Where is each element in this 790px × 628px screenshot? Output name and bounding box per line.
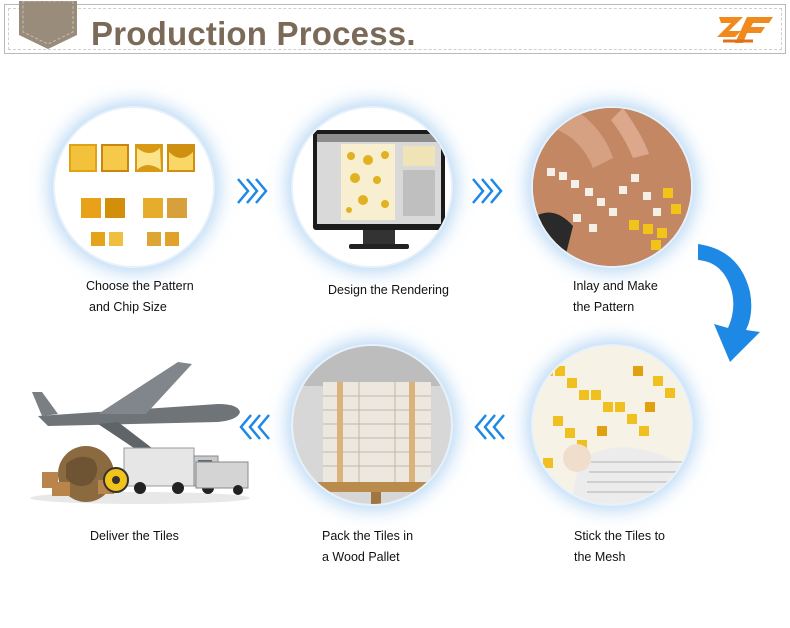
step-4-line-2: the Mesh [574,550,626,564]
step-3-line-1: Inlay and Make [573,279,658,293]
step-5-line-1: Pack the Tiles in [322,529,414,543]
step-design-rendering-image [293,108,451,266]
step-deliver-tiles-image [30,362,250,504]
step-4-line-1: Stick the Tiles to [574,529,666,543]
chevron-right-icon [237,178,268,204]
header-border [8,8,782,50]
chevron-right-icon [472,178,503,204]
step-1-caption: Choose the Pattern and Chip Size [86,276,194,318]
step-inlay-pattern-image [533,108,691,266]
step-1-line-2: and Chip Size [89,300,167,314]
curved-down-arrow-icon [698,244,760,362]
step-3-line-2: the Pattern [573,300,635,314]
step-3-caption: Inlay and Make the Pattern [573,276,658,318]
step-2-line-1: Design the Rendering [328,283,449,297]
chevron-left-icon [474,414,505,440]
header-bar: Production Process. [4,1,786,54]
step-stick-tiles-image [533,346,691,504]
step-pack-tiles-image [293,346,451,504]
step-5-caption: Pack the Tiles in a Wood Pallet [322,526,413,568]
step-5-line-2: a Wood Pallet [322,550,400,564]
zf-logo-icon [717,17,773,43]
step-6-caption: Deliver the Tiles [90,526,179,547]
step-choose-pattern-image [55,108,213,266]
step-6-line-1: Deliver the Tiles [90,529,179,543]
page-title: Production Process. [91,15,416,52]
tag-icon [19,1,77,49]
step-4-caption: Stick the Tiles to the Mesh [574,526,665,568]
chevron-left-icon [239,414,270,440]
step-2-caption: Design the Rendering [328,280,449,301]
step-1-line-1: Choose the Pattern [86,279,194,293]
